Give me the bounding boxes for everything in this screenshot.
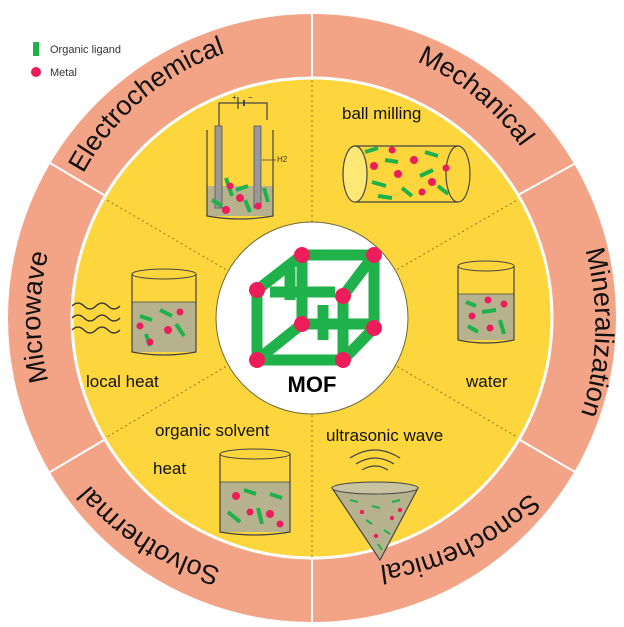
- water-label: water: [465, 372, 508, 391]
- ball-milling-label: ball milling: [342, 104, 421, 123]
- ring-dividers: [49, 13, 577, 623]
- svg-text:+: +: [232, 93, 237, 102]
- mineralization-beaker-icon: [457, 260, 515, 344]
- microwave-beaker-icon: [71, 268, 197, 356]
- organic-solvent-label: organic solvent: [155, 421, 270, 440]
- ligand-legend-icon: [33, 42, 39, 56]
- microwave-waves-icon: [71, 302, 121, 334]
- sonochemical-cone-icon: [330, 449, 419, 562]
- ultrasonic-wave-label: ultrasonic wave: [326, 426, 443, 445]
- electrochemical-cell-icon: + − H2: [206, 93, 288, 220]
- legend: Organic ligand Metal: [31, 42, 121, 79]
- svg-text:−: −: [248, 93, 253, 102]
- solvothermal-beaker-icon: [219, 448, 291, 536]
- metal-legend-icon: [31, 67, 41, 77]
- ultrasonic-waves-icon: [349, 449, 401, 471]
- legend-metal-label: Metal: [50, 67, 77, 79]
- ball-mill-icon: [342, 145, 471, 203]
- mof-framework: [249, 247, 382, 368]
- h2-label: H2: [277, 155, 288, 164]
- heat-label: heat: [153, 459, 186, 478]
- local-heat-label: local heat: [86, 372, 159, 391]
- legend-ligand-label: Organic ligand: [50, 44, 121, 56]
- inner-dividers: [106, 80, 518, 557]
- mof-label: MOF: [288, 372, 337, 397]
